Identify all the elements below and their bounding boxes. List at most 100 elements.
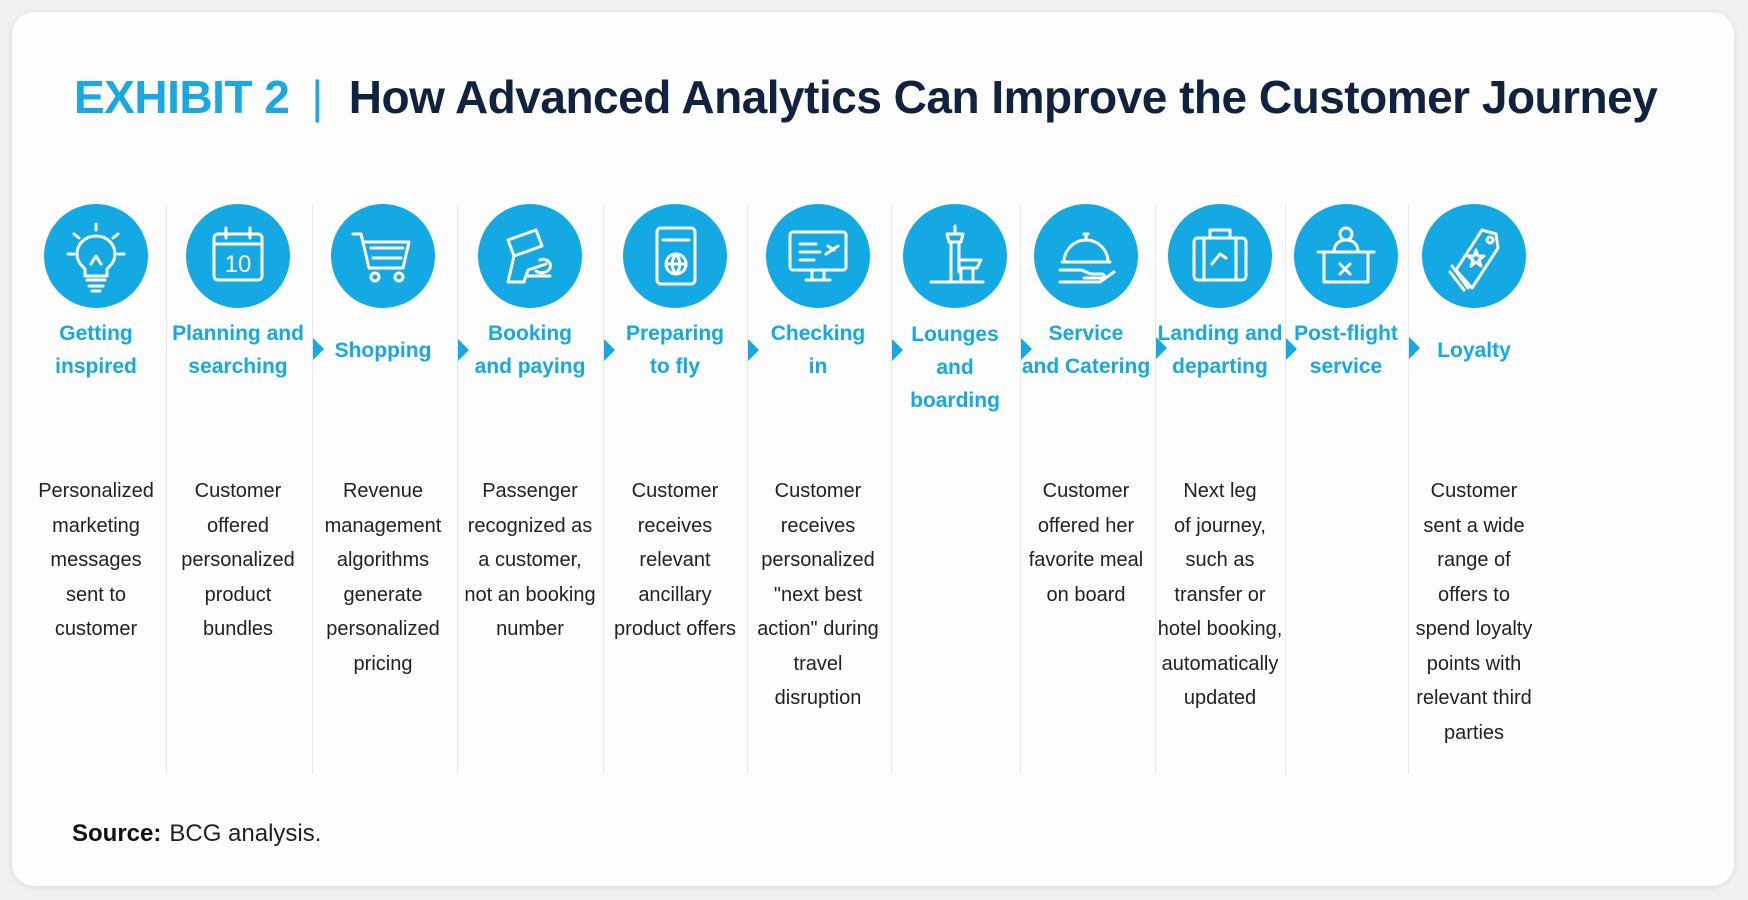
- stage-label-line: and paying: [474, 355, 586, 378]
- stage-description-line: relevant third: [1416, 687, 1532, 709]
- stage-description-line: not an booking: [464, 583, 596, 606]
- stage-description-line: such as: [1185, 549, 1255, 571]
- stage-label: Landing and departing: [1150, 317, 1290, 383]
- stage-description-line: sent to: [65, 583, 127, 606]
- column-divider: [1020, 204, 1021, 774]
- stage-label-line: and: [936, 355, 974, 379]
- stage-description-line: product offers: [614, 618, 736, 640]
- stage-description-line: updated: [1183, 687, 1257, 709]
- lightbulb-icon: [44, 204, 148, 308]
- stage-label-line: to fly: [649, 355, 701, 378]
- column-divider: [457, 204, 458, 774]
- stage-label-line: Preparing: [625, 322, 725, 345]
- passport-icon: [623, 204, 727, 308]
- stage-description-line: Customer: [194, 480, 282, 502]
- shopping-cart-icon: [331, 204, 435, 308]
- stage-description-line: bundles: [202, 618, 274, 640]
- stage-description-line: offers to: [1438, 583, 1510, 606]
- stage-description-line: Customer: [1430, 480, 1518, 502]
- flow-arrow-icon: [1021, 338, 1032, 360]
- calendar-day: 10: [225, 251, 252, 278]
- card-payment-icon: [478, 204, 582, 308]
- stage-description-line: Next leg: [1183, 480, 1257, 502]
- stage-description-line: action" during: [757, 618, 879, 640]
- stage-description-line: favorite meal: [1028, 549, 1144, 571]
- column-divider: [603, 204, 604, 774]
- flow-arrow-icon: [748, 339, 759, 361]
- service-desk-icon: [1294, 204, 1398, 308]
- column-divider: [1155, 204, 1156, 774]
- flow-arrow-icon: [313, 338, 324, 360]
- stage-description-line: receives: [637, 514, 713, 537]
- stage-description-line: disruption: [774, 687, 862, 709]
- stage-description-line: Passenger: [482, 480, 578, 502]
- stage-description-line: "next best: [773, 583, 863, 606]
- stage-description-line: points with: [1426, 652, 1522, 675]
- stage-label-line: Service: [1048, 322, 1124, 345]
- stage-description-line: a customer,: [478, 549, 582, 571]
- monitor-plane-icon: [766, 204, 870, 308]
- airport-tower-icon: [903, 204, 1007, 308]
- page-title: How Advanced Analytics Can Improve the C…: [348, 71, 1658, 123]
- stage-description-line: recognized as: [467, 514, 593, 537]
- stage-label-line: departing: [1172, 355, 1268, 378]
- stage-description-line: Revenue: [342, 480, 424, 502]
- stage-label-line: searching: [188, 355, 288, 378]
- stage-label-line: Landing and: [1157, 322, 1283, 345]
- column-divider: [166, 204, 167, 774]
- stage-description-line: algorithms: [336, 549, 430, 571]
- stage-description-line: Customer: [1042, 480, 1130, 502]
- stage-label: Loyalty: [1404, 334, 1544, 367]
- stage-description-line: on board: [1046, 583, 1126, 606]
- stage-description-line: Customer: [774, 480, 862, 502]
- stage-description-line: ancillary: [638, 583, 712, 606]
- stage-description-line: parties: [1443, 721, 1505, 744]
- stage-label-line: inspired: [55, 355, 137, 378]
- flow-arrow-icon: [892, 339, 903, 361]
- stage-label-line: Booking: [488, 322, 572, 345]
- stage-description-line: sent a wide: [1423, 514, 1525, 537]
- stage-label-line: service: [1309, 355, 1383, 378]
- stage-description-line: travel: [793, 652, 843, 675]
- flow-arrow-icon: [1286, 338, 1297, 360]
- luggage-icon: [1168, 204, 1272, 308]
- stage-description-line: Personalized: [38, 480, 154, 502]
- stage-label: Booking and paying: [460, 317, 600, 383]
- stage-description-line: personalized: [326, 618, 440, 640]
- stage-description-line: management: [324, 514, 442, 537]
- loyalty-tag-icon: [1422, 204, 1526, 308]
- stage-description-line: number: [496, 618, 564, 640]
- calendar-icon: 10: [186, 204, 290, 308]
- stage-description-line: product: [204, 583, 272, 606]
- flow-arrow-icon: [1409, 337, 1420, 359]
- column-divider: [312, 204, 313, 774]
- journey-stage: Post-flight service: [1276, 192, 1416, 782]
- column-divider: [747, 204, 748, 774]
- stage-label-line: Loyalty: [1437, 338, 1511, 362]
- stage-label-line: Post-flight: [1294, 322, 1398, 345]
- flow-arrow-icon: [1156, 337, 1167, 359]
- stage-description-line: transfer or: [1174, 583, 1266, 606]
- stage-label-line: boarding: [910, 388, 1000, 412]
- stage-description-line: messages: [50, 549, 142, 571]
